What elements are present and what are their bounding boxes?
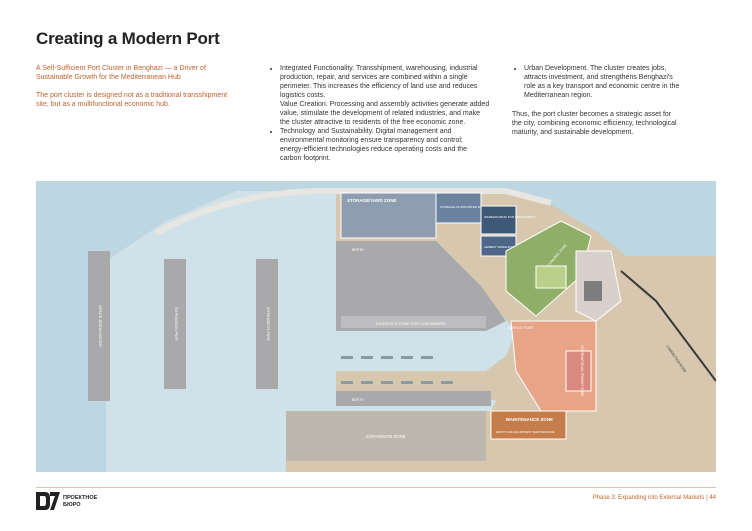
berth-label-1: BERTH [352,248,364,252]
warehouse-a-label: WAREHOUSING FOR SPARE PARTS [484,215,535,219]
logistics-strip [341,316,486,328]
sea-area [36,181,716,472]
closing-paragraph: Thus, the port cluster becomes a strateg… [512,111,677,136]
bullet-urban: Urban Development. The cluster creates j… [524,64,717,100]
intro-column: A Self-Sufficient Port Cluster in Bengha… [36,64,256,118]
bureau-logo-icon [36,492,60,510]
footer-rule [36,487,716,488]
storage-export-label: STORAGE OF EXPORTED GOODS [440,205,489,209]
maintenance-zone [490,410,567,440]
urban-column: Urban Development. The cluster creates j… [512,64,717,137]
breakwater-pier [88,251,110,401]
central-quay [336,241,506,331]
page-title: Creating a Modern Port [36,29,220,48]
quay-edge [336,188,552,206]
features-column: Integrated Functionality. Transshipment,… [268,64,514,163]
pier-b-label: EXPANSION PIER [266,307,271,341]
connection-road [620,270,716,382]
expansion-pier-b [256,259,278,389]
bullet-technology: Technology and Sustainability. Digital m… [280,127,514,163]
logo-wordmark: ПРОЕКТНОЕ БЮРО [63,495,98,508]
berth-label-2: BERTH [352,398,364,402]
transit-zone-block [565,350,592,392]
footer-page-info: Phase 3: Expanding into External Markets… [592,495,716,501]
port-master-plan: SPACE BREAKWATER EXPANSION PIER EXPANSIO… [36,181,716,472]
green-block [535,265,567,289]
expansion-label: EXPANSION ZONE [366,434,406,439]
expansion-pier-a [164,259,186,389]
breakwater [154,187,337,236]
transit-block [584,281,602,301]
logistics-label: LOGISTICS ZONE FOR CONTAINERS [376,321,446,326]
storage-yard-zone [340,192,437,239]
bullet-integrated: Integrated Functionality. Transshipment,… [280,64,514,127]
transit-zone-label: INTERNATIONAL TRANSIT ZONE [580,346,584,398]
service-start-label: SERVICE START [508,326,534,330]
lower-quay [336,391,491,406]
warehouse-spare-parts [480,205,517,235]
maintenance-sub-label: DEPOT AND EQUIPMENT MAINTENANCE [496,430,555,434]
maintenance-label: MAINTENANCE ZONE [506,417,553,422]
warehouse-b-label: CEMENT WAREHOUSING [484,245,521,249]
breakwater-label: SPACE BREAKWATER [98,305,103,347]
pier-a-label: EXPANSION PIER [174,307,179,341]
intro-body: The port cluster is designed not as a tr… [36,92,228,108]
expansion-zone [286,411,486,461]
intro-subtitle: A Self-Sufficient Port Cluster in Bengha… [36,65,206,81]
storage-zone-label: STORAGE/YARD ZONE [347,198,397,203]
